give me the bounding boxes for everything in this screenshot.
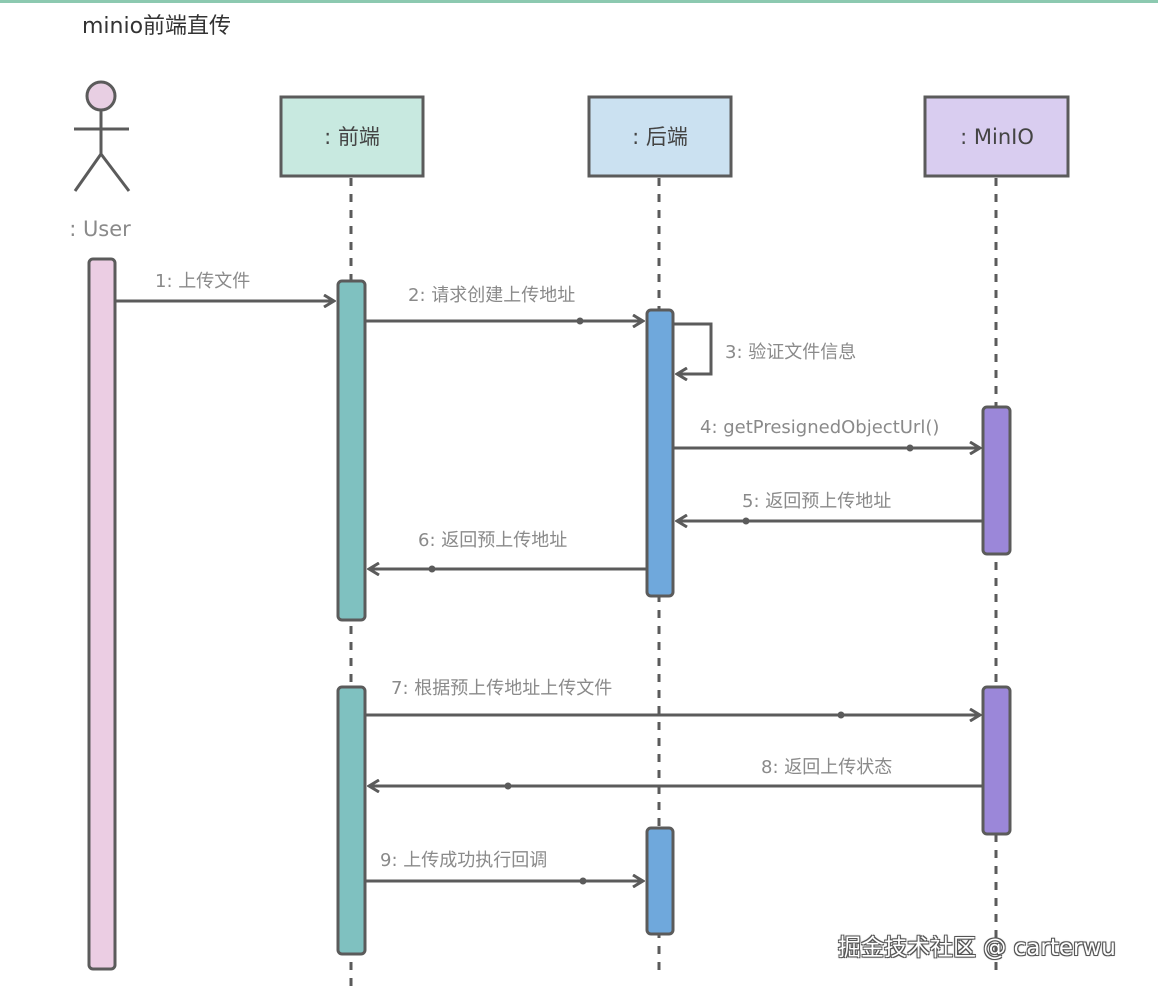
participant-backend: : 后端 [587, 95, 733, 178]
message-5: 5: 返回预上传地址 [677, 491, 982, 525]
diagram-title: minio前端直传 [82, 14, 232, 39]
message-9: 9: 上传成功执行回调 [366, 850, 643, 885]
activation-minio-2 [981, 685, 1012, 836]
message-3-label: 3: 验证文件信息 [725, 342, 856, 363]
activation-backend-1 [645, 308, 675, 598]
message-8-label: 8: 返回上传状态 [761, 757, 892, 778]
message-2: 2: 请求创建上传地址 [366, 285, 643, 325]
top-border [0, 0, 1158, 3]
watermark: 掘金技术社区 @ carterwu [838, 935, 1116, 961]
activation-frontend-2 [336, 685, 367, 956]
message-2-label: 2: 请求创建上传地址 [408, 285, 575, 306]
message-1: 1: 上传文件 [116, 271, 334, 301]
participant-minio: : MinIO [923, 95, 1070, 178]
message-4: 4: getPresignedObjectUrl() [674, 417, 980, 452]
message-9-label: 9: 上传成功执行回调 [380, 850, 547, 871]
message-5-label: 5: 返回预上传地址 [742, 491, 891, 512]
participant-minio-label: : MinIO [960, 125, 1034, 149]
message-4-label: 4: getPresignedObjectUrl() [700, 417, 939, 438]
participant-user-label: : User [69, 217, 131, 241]
user-actor-icon [73, 80, 131, 192]
activation-user [87, 257, 117, 971]
message-1-label: 1: 上传文件 [155, 271, 250, 292]
message-7: 7: 根据预上传地址上传文件 [366, 678, 980, 719]
message-6: 6: 返回预上传地址 [369, 530, 646, 573]
activation-frontend-1 [336, 279, 367, 622]
activation-backend-2 [645, 826, 675, 936]
message-3: 3: 验证文件信息 [674, 322, 856, 374]
participant-frontend: : 前端 [279, 95, 425, 178]
participant-backend-label: : 后端 [632, 125, 688, 149]
message-7-label: 7: 根据预上传地址上传文件 [391, 678, 612, 699]
activation-minio-1 [981, 405, 1012, 556]
message-8: 8: 返回上传状态 [369, 757, 982, 790]
participant-frontend-label: : 前端 [324, 125, 380, 149]
message-6-label: 6: 返回预上传地址 [418, 530, 567, 551]
